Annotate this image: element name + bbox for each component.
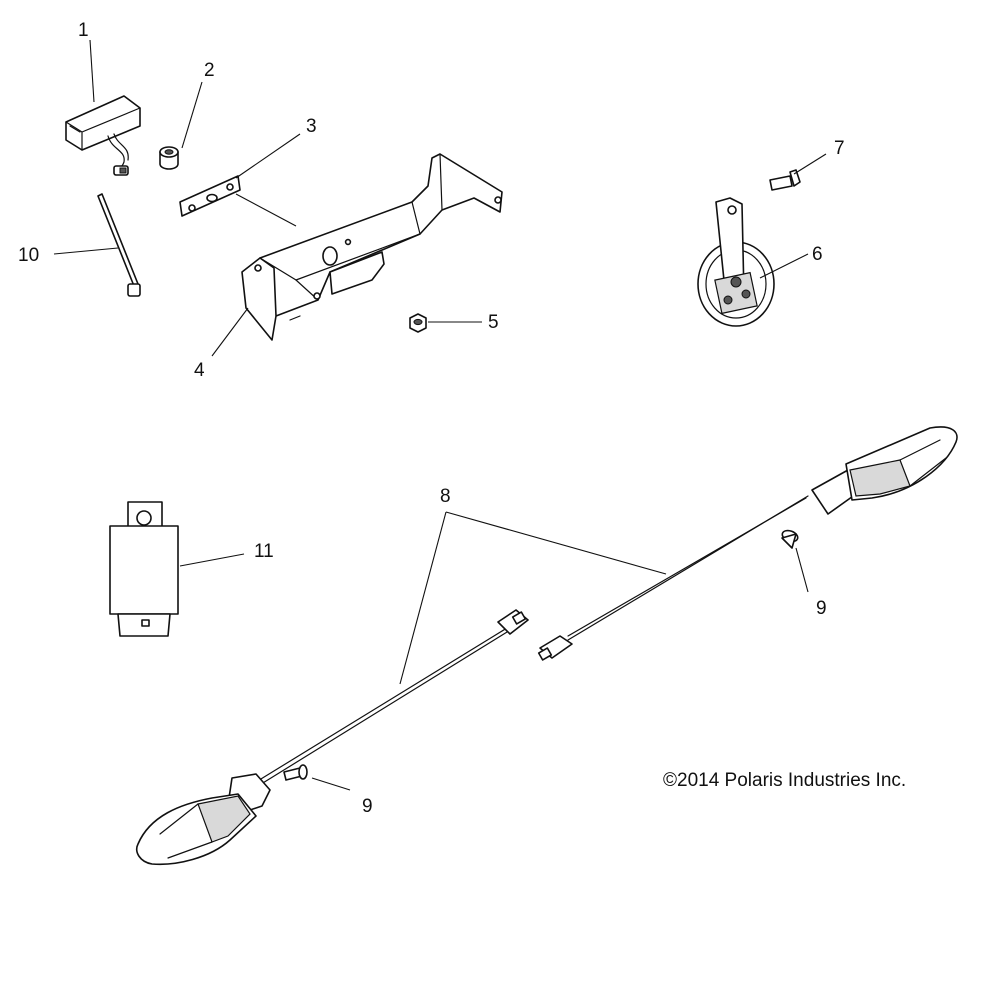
callout-11: 11 [254, 541, 274, 562]
part-7-screw [769, 169, 801, 191]
copyright-text: ©2014 Polaris Industries Inc. [663, 770, 906, 791]
callout-4: 4 [194, 360, 205, 381]
callout-1: 1 [78, 20, 89, 41]
callout-3: 3 [306, 116, 317, 137]
part-4-bracket [241, 153, 503, 341]
part-2-spacer [159, 146, 179, 170]
callout-8: 8 [440, 486, 451, 507]
callout-9-lower: 9 [362, 796, 373, 817]
part-5-nut [409, 313, 427, 333]
part-10-cable-tie [97, 193, 141, 297]
callout-6: 6 [812, 244, 823, 265]
callout-7: 7 [834, 138, 845, 159]
callout-9-upper: 9 [816, 598, 827, 619]
callout-labels: 1 2 3 4 5 6 7 8 9 9 10 11 [18, 20, 845, 817]
part-3-plate [179, 175, 241, 217]
part-1-license-light [65, 95, 141, 176]
part-9-screw-upper [781, 529, 799, 549]
part-11-relay [109, 501, 179, 637]
callout-10: 10 [18, 245, 39, 266]
part-6-horn [697, 197, 775, 327]
part-8-turn-signal-lower [136, 609, 529, 866]
part-9-screw-lower [283, 764, 308, 781]
callout-5: 5 [488, 312, 499, 333]
part-8-turn-signal-upper [537, 426, 958, 661]
leader-lines [53, 39, 827, 791]
callout-2: 2 [204, 60, 215, 81]
